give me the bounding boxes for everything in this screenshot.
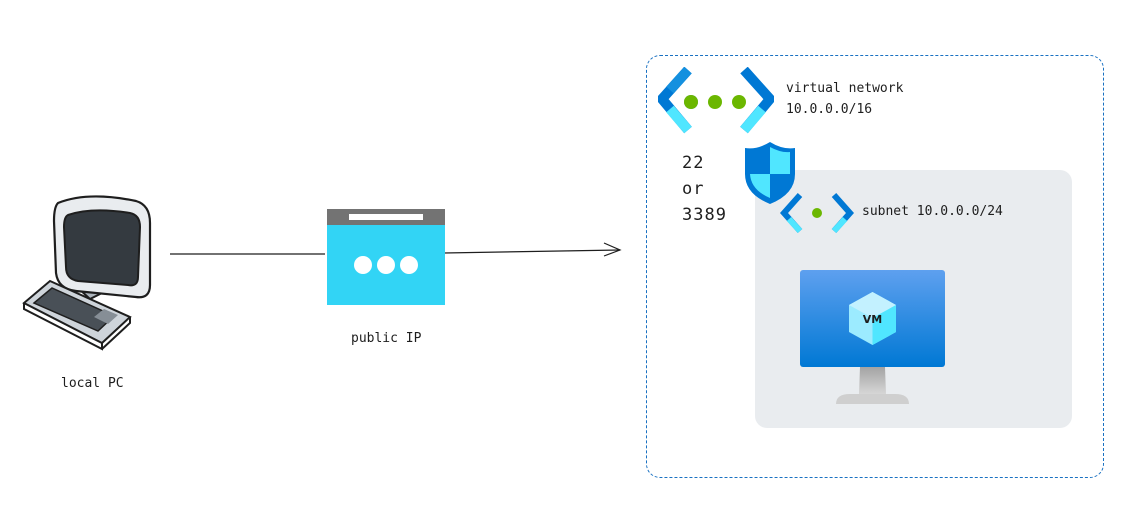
subnet-icon (780, 193, 854, 234)
arrow-head (603, 242, 622, 257)
vnet-cidr: 10.0.0.0/16 (786, 102, 873, 117)
vm-label: VM (863, 313, 882, 326)
port-or: or (682, 179, 705, 199)
virtual-network-boundary (646, 55, 1104, 478)
ports-label: 22 or 3389 (682, 150, 727, 228)
virtual-network-icon (658, 67, 774, 134)
computer-icon (22, 195, 152, 351)
local-pc-label: local PC (61, 376, 124, 391)
port-22: 22 (682, 153, 705, 173)
vnet-label: virtual network (786, 81, 904, 96)
virtual-machine-icon: VM (800, 270, 945, 404)
public-ip-icon (327, 209, 445, 305)
shield-icon (745, 142, 795, 204)
port-3389: 3389 (682, 205, 727, 225)
subnet-label: subnet 10.0.0.0/24 (862, 204, 1003, 219)
ip-to-vnet-arrow (443, 249, 621, 254)
public-ip-label: public IP (351, 331, 422, 346)
